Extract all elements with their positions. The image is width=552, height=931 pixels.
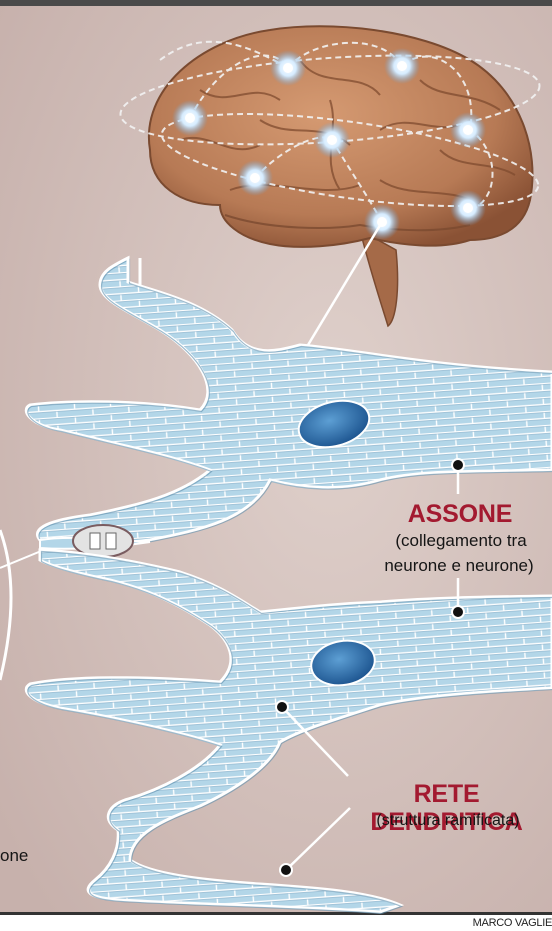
assone-title: ASSONE xyxy=(400,500,520,528)
dendrite-dot-1 xyxy=(276,701,288,713)
assone-lower-dot xyxy=(452,606,464,618)
assone-subtitle-line2: neurone e neurone) xyxy=(368,555,550,577)
assone-subtitle-line1: (collegamento tra xyxy=(376,530,546,552)
cut-off-caption: one xyxy=(0,845,30,867)
assone-upper-dot xyxy=(452,459,464,471)
artist-credit: MARCO VAGLIE xyxy=(473,915,552,931)
rete-dendritica-subtitle: (struttura ramificata) xyxy=(352,810,544,832)
dendrite-dot-2 xyxy=(280,864,292,876)
